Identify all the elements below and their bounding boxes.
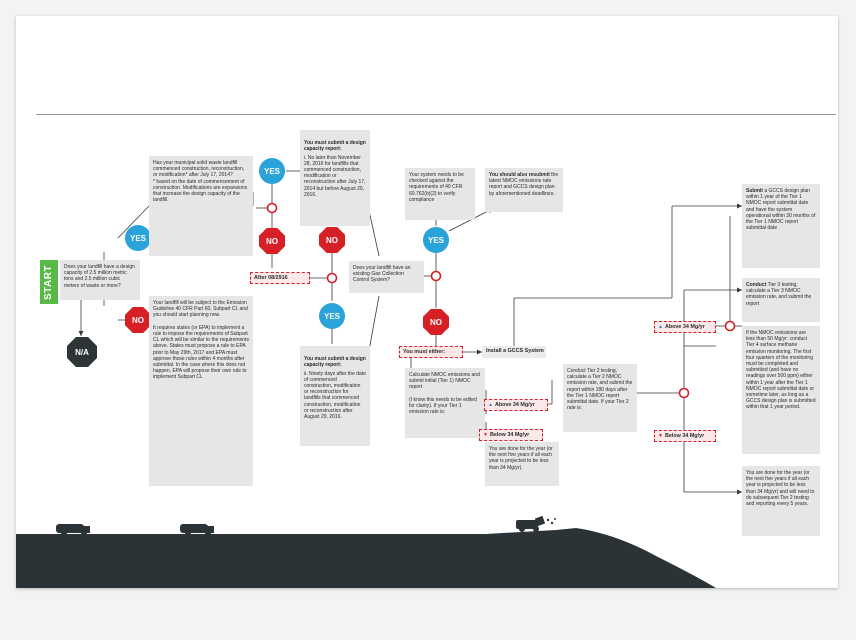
tier2-box: Conduct Tier 2 testing, calculate a Tier… bbox=[563, 364, 637, 432]
resubmit-bold-1: You should also bbox=[489, 172, 528, 178]
report-i-box: You must submit a design capacity report… bbox=[300, 130, 370, 226]
done-box: You are done for the year (or the next f… bbox=[485, 442, 559, 486]
above-34-tag: ▲Above 34 Mg/yr bbox=[654, 321, 716, 333]
question-gcs: Does your landfill have an existing Gas … bbox=[349, 261, 424, 293]
garbage-truck-icon bbox=[56, 524, 90, 537]
garbage-truck-icon bbox=[516, 516, 556, 532]
down-triangle-icon: ▼ bbox=[483, 432, 488, 438]
calc-nmoc-box: Calculate NMOC emissions and submit init… bbox=[405, 368, 485, 438]
no-badge: NO bbox=[125, 307, 151, 333]
landfill-illustration bbox=[16, 516, 716, 588]
start-label: START bbox=[40, 260, 58, 304]
done-tier2-box: You are done for the year (or the next f… bbox=[742, 466, 820, 536]
after-date-tag: After 08/2916 bbox=[250, 272, 310, 284]
connector-lines bbox=[62, 170, 742, 495]
yes-badge: YES bbox=[423, 227, 449, 253]
submit-rest: a GCCS design plan within 1 year of the … bbox=[746, 188, 816, 232]
report-ii-box: You must submit a design capacity report… bbox=[300, 346, 370, 446]
no-badge: NO bbox=[319, 227, 345, 253]
above-34-label: Above 34 Mg/yr bbox=[664, 324, 705, 330]
yes-badge: YES bbox=[259, 158, 285, 184]
resubmit-rest: the latest NMOC emissions rate report an… bbox=[489, 172, 559, 197]
no-badge: NO bbox=[259, 228, 285, 254]
yes-badge: YES bbox=[125, 225, 151, 251]
conduct-bold: Conduct bbox=[746, 282, 767, 288]
must-either-tag: You must either: bbox=[399, 346, 463, 358]
subject-cl-info: Your landfill will be subject to the Emi… bbox=[149, 296, 253, 486]
up-triangle-icon: ▲ bbox=[658, 324, 663, 330]
above-34-tag: ▲Above 34 Mg/yr bbox=[484, 399, 548, 411]
flowchart-sheet: START Does your landfill have a design c… bbox=[16, 16, 838, 588]
conduct-rest: Tier 3 testing, calculate a Tier 3 NMOC … bbox=[746, 282, 812, 307]
below-34-tag: ▼Below 34 Mg/yr bbox=[654, 430, 716, 442]
down-triangle-icon: ▼ bbox=[658, 433, 663, 439]
landfill-ground bbox=[16, 528, 716, 588]
submit-gccs-box: Submit a GCCS design plan within 1 year … bbox=[742, 184, 820, 268]
resubmit-bold-2: resubmit bbox=[528, 172, 550, 178]
install-gccs-box: Install a GCCS System bbox=[482, 346, 546, 358]
report-i-body: i. No later than November 28, 2016 for l… bbox=[304, 154, 366, 198]
question-commenced-construction: Has your municipal solid waste landfill … bbox=[149, 156, 253, 256]
above-34-label: Above 34 Mg/yr bbox=[494, 402, 535, 408]
garbage-truck-icon bbox=[180, 524, 214, 537]
up-triangle-icon: ▲ bbox=[488, 402, 493, 408]
header-rule bbox=[36, 114, 836, 115]
conduct-tier3-box: Conduct Tier 3 testing, calculate a Tier… bbox=[742, 278, 820, 322]
resubmit-box: You should also resubmit the latest NMOC… bbox=[485, 168, 563, 212]
question-design-capacity: Does your landfill have a design capacit… bbox=[60, 260, 140, 300]
start-text: START bbox=[43, 264, 55, 300]
below-34-label: Below 34 Mg/yr bbox=[489, 432, 530, 438]
no-badge: NO bbox=[423, 309, 449, 335]
report-ii-body: ii. Ninety days after the date of commen… bbox=[304, 370, 366, 421]
below-34-label: Below 34 Mg/yr bbox=[664, 433, 705, 439]
submit-bold: Submit bbox=[746, 188, 763, 194]
below-34-tag: ▼Below 34 Mg/yr bbox=[479, 429, 543, 441]
na-badge: N/A bbox=[67, 337, 97, 367]
report-ii-title: You must submit a design capacity report… bbox=[304, 356, 366, 369]
yes-badge: YES bbox=[319, 303, 345, 329]
tier4-box: If the NMOC emissions are less than 50 M… bbox=[742, 326, 820, 454]
system-check-box: Your system needs to be checked against … bbox=[405, 168, 475, 220]
report-i-title: You must submit a design capacity report… bbox=[304, 140, 366, 153]
